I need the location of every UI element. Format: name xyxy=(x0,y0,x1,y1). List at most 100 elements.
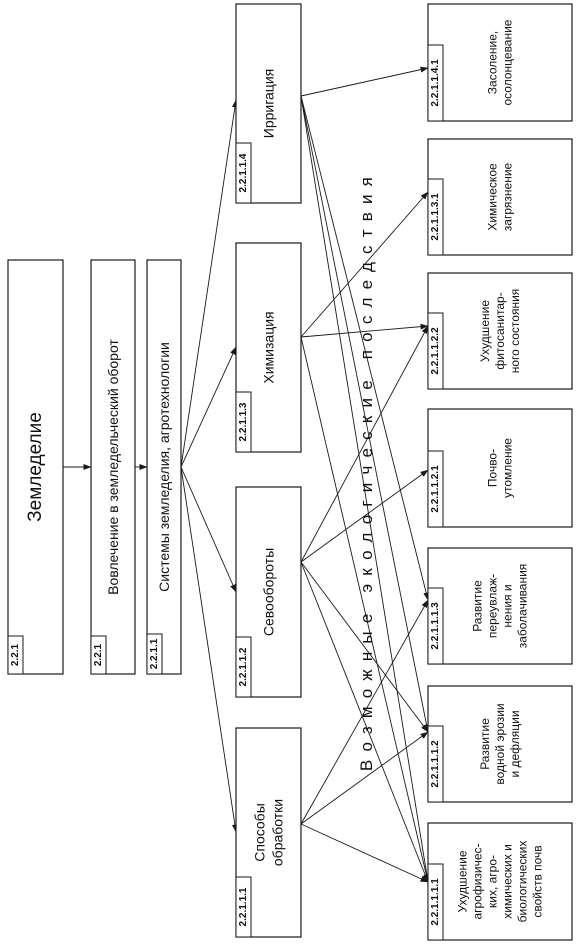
node-label-line: Вовлечение в земледельческий оборот xyxy=(105,339,121,595)
node-box-pereuv xyxy=(427,547,573,665)
code-tag-box xyxy=(7,635,24,675)
node-label-line: ких, агро- xyxy=(486,855,500,908)
code-tag: 2.2.1.1.4 xyxy=(238,153,249,192)
node-box-erozia xyxy=(427,685,573,803)
node-label-line: переувлаж- xyxy=(486,574,500,638)
code-tag-box xyxy=(146,633,163,675)
node-label-line: Системы земледелия, агротехнологии xyxy=(156,342,172,592)
arrow-chem-to-himzag xyxy=(300,191,429,338)
arrow-sys-to-sposob xyxy=(180,466,238,833)
node-chem: 2.2.1.1.3 Химизация xyxy=(235,242,302,453)
arrow-irr-to-agrofiz xyxy=(300,95,430,883)
arrow-irr-to-pereuv xyxy=(300,95,430,601)
node-label-line: Развитие xyxy=(471,580,485,632)
code-tag-box xyxy=(427,312,444,390)
node-label-line: и дефляции xyxy=(508,710,522,777)
code-tag-box xyxy=(427,587,444,665)
node-box-agrofiz xyxy=(427,822,573,941)
arrow-sposob-to-erozia xyxy=(300,731,429,825)
connector-layer xyxy=(63,66,430,883)
code-tag-box xyxy=(427,178,444,256)
arrow-sys-to-chem xyxy=(180,346,237,468)
arrow-sevo-to-agrofiz xyxy=(300,561,429,883)
node-label-line: Развитие xyxy=(478,718,492,770)
code-tag: 2.2.1.1.2.1 xyxy=(430,465,441,513)
code-tag: 2.2.1.1.3.1 xyxy=(430,193,441,241)
node-label-line: загрязнение xyxy=(501,162,515,231)
code-tag-box xyxy=(427,450,444,528)
node-label-line: Почво- xyxy=(486,449,500,487)
node-box-fito xyxy=(427,272,573,390)
code-tag: 2.2.1.1.1.1 xyxy=(430,878,441,926)
node-label-line: обработки xyxy=(270,799,286,866)
arrow-sevo-to-fito xyxy=(300,325,429,563)
code-tag: 2.2.1.1.1.2 xyxy=(430,740,441,788)
arrow-chem-to-agrofiz xyxy=(300,336,430,883)
node-label-line: биологических xyxy=(516,841,530,923)
node-label-line: агрофизичес- xyxy=(471,843,485,919)
node-label-line: Ирригация xyxy=(261,69,277,138)
code-tag-box xyxy=(427,725,444,803)
node-label-line: заболачивания xyxy=(516,564,530,649)
code-tag: 2.2.1 xyxy=(93,643,104,666)
node-label-line: осолонцевание xyxy=(501,19,515,105)
arrow-sposob-to-pereuv xyxy=(300,599,429,825)
node-label-line: утомление xyxy=(501,438,515,498)
node-box-pochvo xyxy=(427,408,573,528)
node-label-line: Ухудшение xyxy=(456,850,470,912)
node-label-line: ного состояния xyxy=(508,289,522,374)
node-pochvo: 2.2.1.1.2.1 Почво-утомление xyxy=(427,408,573,528)
code-tag-box xyxy=(427,44,444,122)
arrow-sevo-to-erozia xyxy=(300,561,429,733)
node-box-himzag xyxy=(427,138,573,256)
code-tag: 2.2.1.1 xyxy=(149,638,160,669)
node-label-line: Севообороты xyxy=(261,548,277,636)
node-zem: 2.2.1 Земледелие xyxy=(7,259,64,675)
node-sys: 2.2.1.1 Системы земледелия, агротехнологи… xyxy=(146,259,182,675)
arrow-sys-to-sevo xyxy=(180,466,237,593)
node-label-line: Засоление, xyxy=(486,31,500,94)
node-label-line: Химизация xyxy=(261,311,277,383)
code-tag: 2.2.1.1.4.1 xyxy=(430,59,441,107)
node-box-zem xyxy=(7,259,64,675)
arrow-chem-to-fito xyxy=(300,323,429,338)
code-tag-box xyxy=(235,391,252,453)
code-tag-box xyxy=(235,876,252,938)
consequences-label: Возможные экологические последствия xyxy=(357,169,376,771)
node-label-line: водной эрозии xyxy=(493,703,507,784)
node-label-line: Способы xyxy=(252,803,268,862)
node-sevo: 2.2.1.1.2 Севообороты xyxy=(235,486,302,698)
code-tag: 2.2.1.1.3 xyxy=(238,402,249,441)
node-layer: 2.2.1 Земледелие 2.2.1 Вовлечение в земледе… xyxy=(7,3,573,941)
node-box-sys xyxy=(146,259,182,675)
arrow-irr-to-erozia xyxy=(300,95,430,733)
node-label-line: Ухудшение xyxy=(478,300,492,362)
node-box-vov xyxy=(90,259,136,675)
arrow-sys-to-irr xyxy=(180,99,238,468)
code-tag-box xyxy=(235,636,252,698)
node-label-line: химических и xyxy=(501,844,515,919)
node-label-line: Химическое xyxy=(486,163,500,231)
code-tag-box xyxy=(90,635,107,675)
arrow-irr-to-zasol xyxy=(300,66,429,97)
node-label-line: Земледелие xyxy=(25,412,46,522)
code-tag: 2.2.1.1.1.3 xyxy=(430,602,441,650)
code-tag: 2.2.1.1.2 xyxy=(238,647,249,686)
code-tag-box xyxy=(235,142,252,204)
node-label-line: свойств почв xyxy=(531,845,545,917)
code-tag: 2.2.1.1.1 xyxy=(238,887,249,926)
code-tag: 2.2.1 xyxy=(10,643,21,666)
node-vov: 2.2.1 Вовлечение в земледельческий оборот xyxy=(90,259,136,675)
node-irr: 2.2.1.1.4 Ирригация xyxy=(235,3,302,204)
node-zasol: 2.2.1.1.4.1 Засоление,осолонцевание xyxy=(427,3,573,122)
arrow-sevo-to-pochvo xyxy=(300,469,429,563)
arrow-sposob-to-agrofiz xyxy=(300,823,429,883)
code-tag: 2.2.1.1.2.2 xyxy=(430,327,441,375)
code-tag-box xyxy=(427,863,444,941)
